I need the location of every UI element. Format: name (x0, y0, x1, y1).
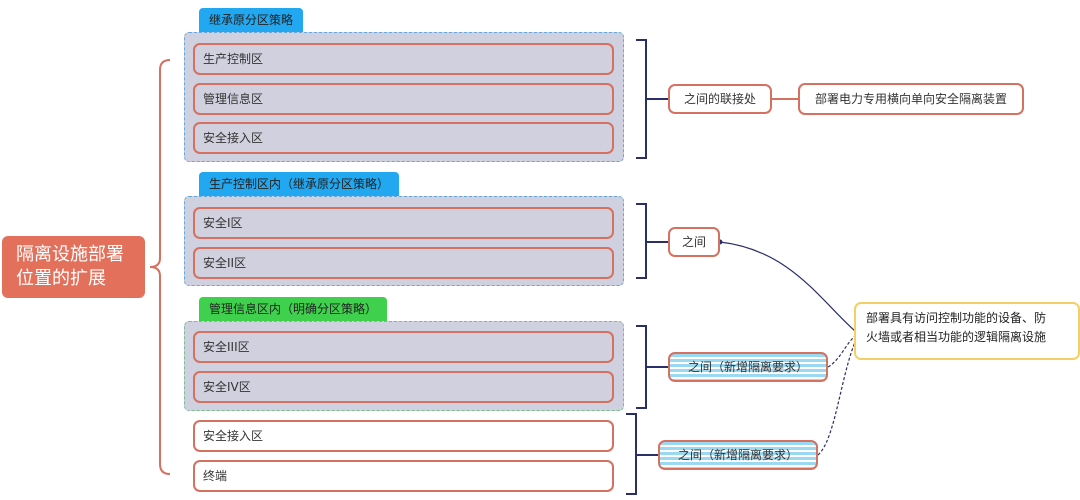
link-connector-4-callout (817, 341, 856, 456)
connector-node-2[interactable]: 之间 (668, 227, 720, 257)
group-3-item-1[interactable]: 安全III区 (193, 331, 614, 363)
bracket-group-2 (636, 203, 668, 279)
group-2-item-1[interactable]: 安全I区 (193, 207, 614, 239)
bracket-group-1 (636, 39, 668, 159)
connector-node-1[interactable]: 之间的联接处 (668, 84, 772, 114)
group-1-item-1[interactable]: 生产控制区 (193, 43, 614, 75)
callout-note[interactable]: 部署具有访问控制功能的设备、防 火墙或者相当功能的逻辑隔离设施 (854, 302, 1080, 360)
root-label-line2: 位置的扩展 (16, 268, 106, 289)
device-note-node[interactable]: 部署电力专用横向单向安全隔离装置 (798, 83, 1024, 115)
connector-node-3[interactable]: 之间（新增隔离要求） (668, 352, 828, 382)
callout-line2: 火墙或者相当功能的逻辑隔离设施 (866, 330, 1047, 344)
group-1-item-3[interactable]: 安全接入区 (193, 122, 614, 154)
link-connector-2-callout (719, 241, 856, 332)
ungrouped-item-1[interactable]: 安全接入区 (193, 420, 614, 452)
group-1-tag: 继承原分区策略 (199, 8, 304, 32)
group-3-tag: 管理信息区内（明确分区策略） (199, 297, 388, 321)
root-label-line1: 隔离设施部署 (16, 244, 124, 265)
bracket-group-3 (636, 325, 668, 409)
bracket-group-4 (626, 413, 660, 495)
link-connector-3-callout (827, 335, 856, 368)
group-3-item-2[interactable]: 安全IV区 (193, 371, 614, 403)
group-1-item-2[interactable]: 管理信息区 (193, 83, 614, 115)
root-brace (149, 59, 171, 475)
group-2-item-2[interactable]: 安全II区 (193, 247, 614, 279)
callout-line1: 部署具有访问控制功能的设备、防 (866, 311, 1047, 325)
group-2-tag: 生产控制区内（继承原分区策略） (199, 172, 400, 196)
connector-node-4[interactable]: 之间（新增隔离要求） (658, 440, 818, 470)
root-node[interactable]: 隔离设施部署 位置的扩展 (2, 236, 145, 298)
ungrouped-item-2[interactable]: 终端 (193, 460, 614, 492)
